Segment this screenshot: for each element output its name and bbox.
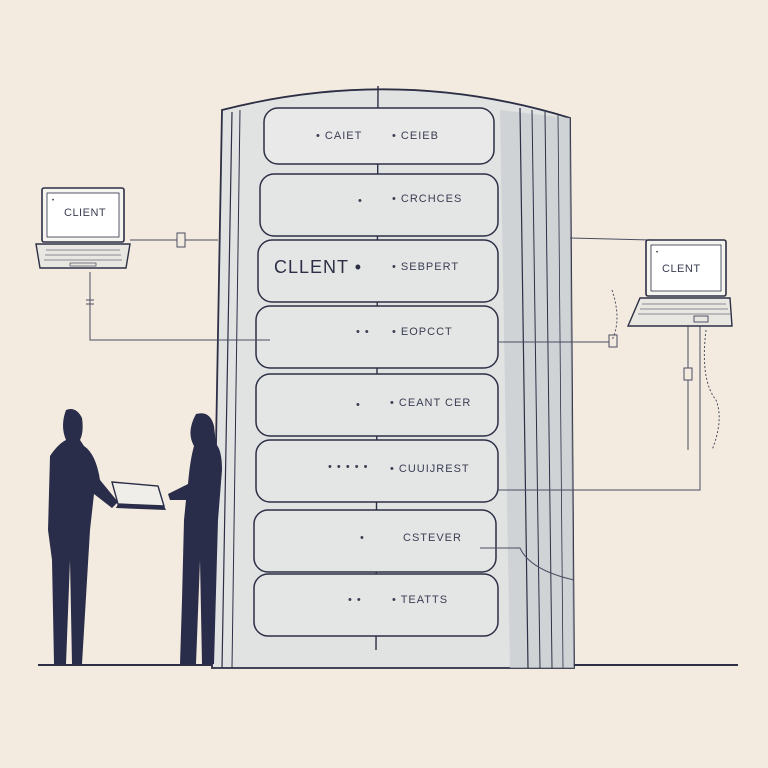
- slot-1-left-label: • CAIET: [316, 130, 362, 142]
- svg-text:•: •: [52, 198, 54, 204]
- right-laptop-icon: •: [626, 239, 733, 327]
- left-laptop-screen-text: CLIENT: [64, 207, 106, 219]
- slot-3-right-label: • SEBPERT: [392, 261, 459, 273]
- slot-5-left-label: •: [356, 399, 361, 411]
- svg-text:•: •: [656, 250, 658, 256]
- slot-7-left-label: •: [360, 532, 365, 544]
- slot-4-right-label: • EOPCCT: [392, 326, 453, 338]
- slot-8-left-label: • •: [348, 594, 362, 606]
- slot-panels: [253, 107, 499, 637]
- slot-2-left-label: •: [358, 195, 363, 207]
- slot-4-left-label: • •: [356, 326, 370, 338]
- slot-6-right-label: • CUUIJREST: [390, 463, 470, 475]
- slot-3-left-label: CLLENT •: [274, 257, 362, 277]
- slot-5-right-label: • CEANT CER: [390, 397, 471, 409]
- slot-1-right-label: • CEIEB: [392, 130, 439, 142]
- people-exchanging-laptop-icon: [48, 409, 222, 664]
- slot-6-left-label: • • • • •: [328, 461, 368, 473]
- right-laptop-screen-text: CLENT: [662, 263, 701, 275]
- connector-lines: [86, 232, 720, 581]
- left-laptop-icon: •: [35, 187, 131, 269]
- slot-8-right-label: • TEATTS: [392, 594, 448, 606]
- slot-2-right-label: • CRCHCES: [392, 193, 462, 205]
- slot-7-right-label: CSTEVER: [403, 532, 462, 544]
